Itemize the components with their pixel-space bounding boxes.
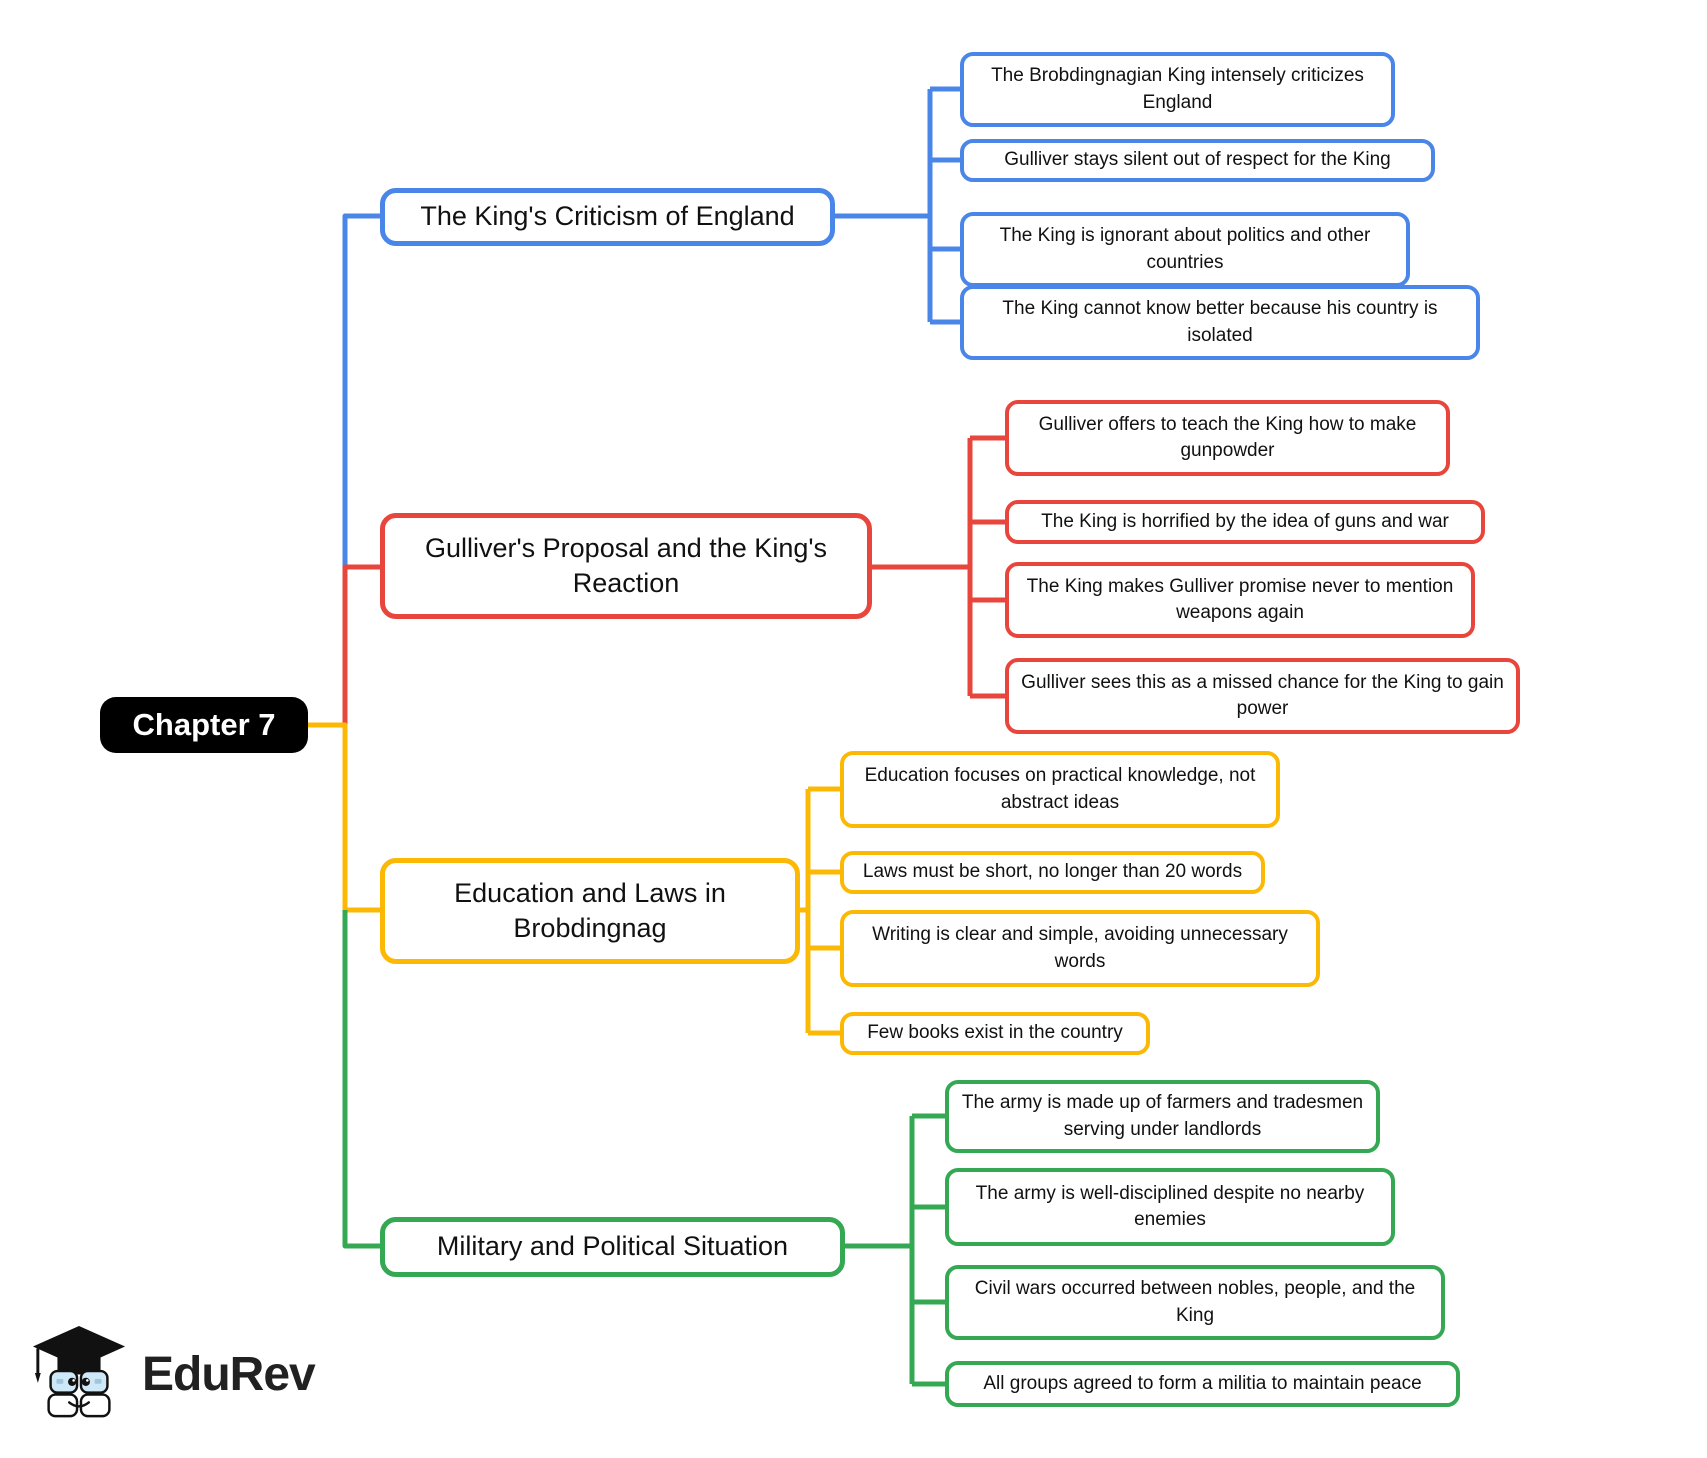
topic-node: Laws must be short, no longer than 20 wo…: [840, 851, 1265, 894]
topic-node: The Brobdingnagian King intensely critic…: [960, 52, 1395, 127]
branch-title-gullivers-proposal: Gulliver's Proposal and the King's React…: [380, 513, 872, 619]
branch-title-kings-criticism: The King's Criticism of England: [380, 188, 835, 246]
topic-node: Gulliver sees this as a missed chance fo…: [1005, 658, 1520, 734]
topic-node: The army is well-disciplined despite no …: [945, 1168, 1395, 1246]
topic-node: The King is ignorant about politics and …: [960, 212, 1410, 287]
edurev-logo: EduRev: [30, 1322, 316, 1426]
topic-node: Education focuses on practical knowledge…: [840, 751, 1280, 828]
connector-green-children: [845, 1113, 945, 1387]
branch-title-education-laws: Education and Laws in Brobdingnag: [380, 858, 800, 964]
connector-branch-red-spine: [342, 564, 380, 725]
topic-node: Civil wars occurred between nobles, peop…: [945, 1265, 1445, 1340]
connector-branch-green-spine: [342, 910, 380, 1249]
topic-node: All groups agreed to form a militia to m…: [945, 1361, 1460, 1407]
topic-node: Writing is clear and simple, avoiding un…: [840, 910, 1320, 987]
topic-node: Few books exist in the country: [840, 1012, 1150, 1055]
central-node-chapter: Chapter 7: [100, 697, 308, 753]
connector-branch-yellow-spine: [308, 722, 380, 913]
topic-node: The King is horrified by the idea of gun…: [1005, 500, 1485, 544]
topic-node: Gulliver offers to teach the King how to…: [1005, 400, 1450, 476]
connector-blue-children: [835, 86, 960, 325]
connector-branch-blue-spine: [342, 213, 380, 567]
connector-yellow-children: [800, 786, 840, 1036]
edurev-logo-icon: [32, 1325, 126, 1418]
topic-node: The King makes Gulliver promise never to…: [1005, 562, 1475, 638]
topic-node: The army is made up of farmers and trade…: [945, 1080, 1380, 1153]
edurev-logo-text: EduRev: [142, 1347, 316, 1401]
topic-node: Gulliver stays silent out of respect for…: [960, 139, 1435, 182]
connector-red-children: [872, 435, 1005, 699]
topic-node: The King cannot know better because his …: [960, 285, 1480, 360]
branch-title-military-political: Military and Political Situation: [380, 1217, 845, 1277]
